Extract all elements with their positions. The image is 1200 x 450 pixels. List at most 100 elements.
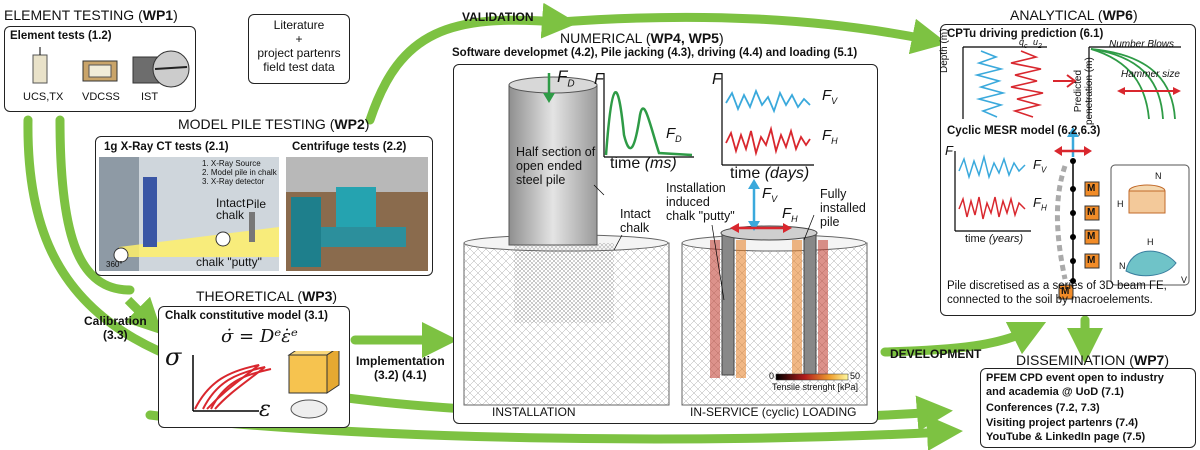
plot2-f-axis: F	[712, 71, 722, 88]
dissemination-item-3: Visiting project partenrs (7.4)	[986, 417, 1139, 429]
dissemination-item-1b: and academia @ UoD (7.1)	[986, 386, 1124, 398]
macroelement-3: M	[1087, 231, 1096, 242]
force-d-plot: FD	[666, 125, 682, 144]
analytical-fh: FH	[1033, 195, 1047, 213]
putty-line2: induced	[666, 195, 710, 209]
time-days-label: time (days)	[730, 165, 809, 183]
wp3-title: THEORETICAL (WP3)	[196, 288, 338, 304]
force-d-top-sub: D	[567, 78, 575, 90]
numerical-subtitle: Software developmet (4.2), Pile jacking …	[452, 47, 858, 59]
wp1-label-ucs: UCS,TX	[23, 91, 64, 103]
arrow-validation-analytical	[555, 12, 948, 55]
analytical-title: ANALYTICAL (WP6)	[1010, 7, 1138, 23]
numerical-box: FD F FD time (ms) F FV FH time (days) Ha…	[453, 64, 878, 424]
dissemination-title: DISSEMINATION (WP7)	[1016, 352, 1169, 368]
colorbar-min: 0	[769, 371, 775, 381]
analytical-discretised: Pile discretised as a series of 3D beam …	[947, 279, 1167, 307]
fh-pile-sub: H	[791, 214, 798, 224]
literature-line4: field test data	[263, 60, 335, 74]
dissemination-title-text: DISSEMINATION	[1016, 352, 1126, 368]
time-years-unit: (years)	[988, 233, 1024, 245]
colorbar-label: Tensile strenght [kPa]	[772, 382, 859, 392]
arrow-validation	[365, 2, 578, 125]
inset-axis-h2: H	[1147, 237, 1154, 247]
numerical-code: WP4, WP5	[650, 30, 719, 46]
time-ms-label: time (ms)	[610, 155, 677, 173]
literature-line1: Literature	[273, 18, 325, 32]
macroelement-2: M	[1087, 207, 1096, 218]
wp1-label-ist: IST	[141, 91, 159, 103]
wp3-box-title: Chalk constitutive model (3.1)	[165, 310, 328, 322]
force-d-top-letter: F	[557, 67, 568, 86]
fh-pile-letter: F	[782, 205, 792, 222]
fh-plot: FH	[822, 127, 838, 146]
fully-line1: Fully	[820, 187, 847, 201]
fully-line2: installed	[820, 201, 866, 215]
analytical-fv: FV	[1033, 157, 1046, 175]
wp1-label-vdcss: VDCSS	[82, 91, 120, 103]
dissemination-code: WP7	[1133, 352, 1165, 368]
time-days-word: time	[730, 165, 761, 182]
caption-inservice: IN-SERVICE (cyclic) LOADING	[690, 405, 857, 419]
analytical-time-years: time (years)	[965, 233, 1023, 245]
half-section-line1: Half section of	[516, 145, 596, 159]
analytical-depth: Depth (m)	[939, 28, 950, 73]
macroelement-1: M	[1087, 183, 1096, 194]
xray-intact-line1: Intact	[216, 196, 246, 210]
xray-photo	[99, 157, 279, 271]
fh-pile: FH	[782, 205, 798, 224]
wp1-code: WP1	[142, 7, 174, 23]
discretised-line2: connected to the soil by macroelements.	[947, 294, 1153, 306]
analytical-fv-letter: F	[1033, 157, 1041, 172]
installation-putty-label: Installation induced chalk "putty"	[666, 181, 735, 223]
intact-line2: chalk	[620, 221, 650, 235]
wp2-title: MODEL PILE TESTING (WP2)	[178, 116, 370, 132]
calibration-line1: Calibration	[84, 314, 147, 328]
analytical-f-axis: F	[945, 143, 953, 158]
xray-legend-2: 2. Model pile in chalk	[202, 168, 277, 177]
dissemination-box: PFEM CPD event open to industry and acad…	[980, 368, 1196, 448]
wp2-title-text: MODEL PILE TESTING	[178, 116, 326, 132]
dissemination-item-2: Conferences (7.2, 7.3)	[986, 402, 1100, 414]
fv-pile-letter: F	[762, 185, 772, 202]
literature-line3: project partenrs	[257, 46, 341, 60]
analytical-number-blows: Number Blows	[1109, 39, 1175, 50]
fh-plot-letter: F	[822, 127, 832, 144]
wp3-epsilon: ε	[259, 397, 271, 422]
plot1-f-axis: F	[594, 71, 604, 88]
fully-installed-label: Fully installed pile	[820, 187, 866, 229]
inset-axis-v: V	[1181, 275, 1188, 285]
analytical-fv-sub: V	[1040, 165, 1047, 175]
force-d-top: FD	[557, 67, 575, 89]
wp2-centrifuge-title: Centrifuge tests (2.2)	[292, 141, 407, 153]
xray-legend-3: 3. X-Ray detector	[202, 177, 265, 186]
wp3-title-text: THEORETICAL	[196, 288, 294, 304]
time-days-unit: (days)	[764, 165, 810, 182]
calibration-line2: (3.3)	[102, 328, 128, 342]
wp3-box: Chalk constitutive model (3.1) σ̇ = Dᵉε̇…	[158, 306, 350, 428]
calibration-label: Calibration (3.3)	[84, 314, 147, 342]
intact-line1: Intact	[620, 207, 651, 221]
wp3-equation: σ̇ = Dᵉε̇ᵉ	[221, 326, 298, 347]
inset-axis-h: H	[1117, 199, 1124, 209]
implementation-line2: (3.2) (4.1)	[374, 368, 427, 382]
literature-box: Literature + project partenrs field test…	[248, 14, 350, 84]
dissemination-item-1a: PFEM CPD event open to industry	[986, 372, 1164, 384]
wp1-title-text: ELEMENT TESTING	[4, 7, 135, 23]
wp2-xray-title: 1g X-Ray CT tests (2.1)	[104, 141, 229, 153]
validation-label: VALIDATION	[462, 10, 534, 24]
force-d-plot-letter: F	[666, 125, 676, 142]
wp1-box-title: Element tests (1.2)	[10, 30, 112, 42]
analytical-fh-letter: F	[1033, 195, 1041, 210]
analytical-hammer: Hammer size	[1121, 69, 1180, 80]
analytical-u2-letter: u	[1033, 37, 1039, 47]
centrifuge-photo	[286, 157, 428, 271]
xray-rotation-label: 360°	[106, 260, 123, 269]
analytical-title-text: ANALYTICAL	[1010, 7, 1095, 23]
inset-axis-n: N	[1155, 171, 1162, 181]
macroelement-5: M	[1061, 286, 1070, 297]
analytical-cptu: CPTu driving prediction (6.1)	[947, 28, 1104, 40]
fh-plot-sub: H	[831, 136, 838, 146]
xray-intact-chalk: Intact chalk	[216, 197, 245, 221]
dissemination-item-4: YouTube & LinkedIn page (7.5)	[986, 431, 1146, 443]
